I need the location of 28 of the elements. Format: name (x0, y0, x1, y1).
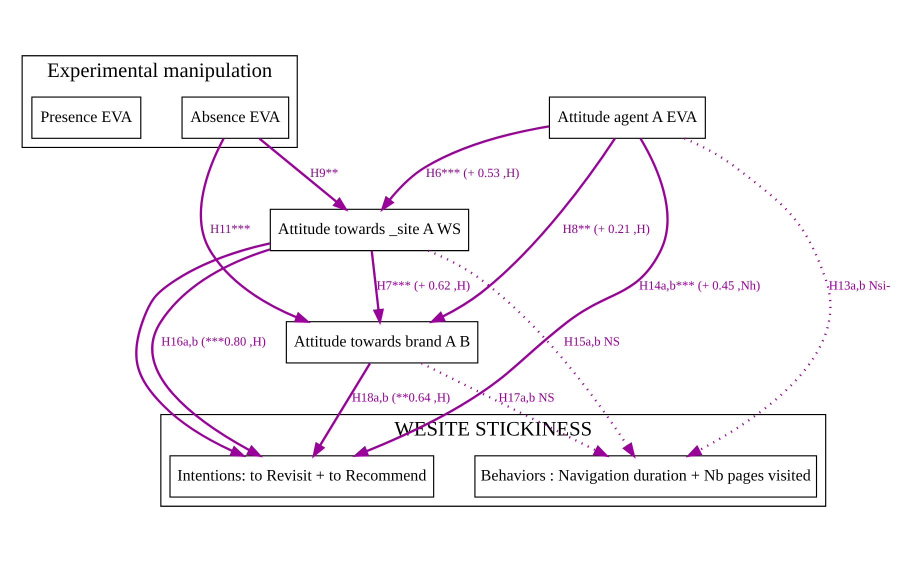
edge-label: H6*** (+ 0.53 ,H) (426, 166, 520, 180)
arrow (428, 249, 636, 458)
edge-label: H18a,b (**0.64 ,H) (352, 390, 450, 404)
node-box: Attitude towards _site A WS (270, 208, 470, 251)
arrow (421, 362, 610, 457)
edge-label: H16a,b (***0.80 ,H) (161, 334, 266, 348)
edge-label: H14a,b*** (+ 0.45 ,Nh) (639, 278, 760, 292)
edge-label: H9** (310, 166, 338, 180)
arrow (352, 137, 669, 456)
arrow (312, 362, 371, 458)
arrow (258, 137, 348, 212)
edge-label: H17a,b NS (498, 390, 554, 404)
node-box: Attitude towards brand A B (286, 320, 478, 364)
arrow (684, 136, 832, 457)
node-box: Absence EVA (181, 96, 290, 138)
node-box: Intentions: to Revisit + to Recommend (169, 454, 434, 498)
arrow (200, 138, 311, 322)
node-box: Attitude agent A EVA (548, 96, 706, 138)
edge-label: H7*** (+ 0.62 ,H) (376, 278, 470, 292)
arrow (370, 250, 384, 325)
edge-label: H15a,b NS (564, 334, 620, 348)
node-box: Behaviors : Navigation duration + Nb pages visited (474, 454, 818, 498)
edge-label: H11*** (210, 222, 250, 236)
edge-label: H13a,b Nsi- (828, 278, 890, 292)
edge-label: H8** (+ 0.21 ,H) (562, 222, 650, 236)
arrow (380, 124, 550, 212)
node-box: Presence EVA (31, 96, 142, 138)
arrow (428, 137, 616, 323)
